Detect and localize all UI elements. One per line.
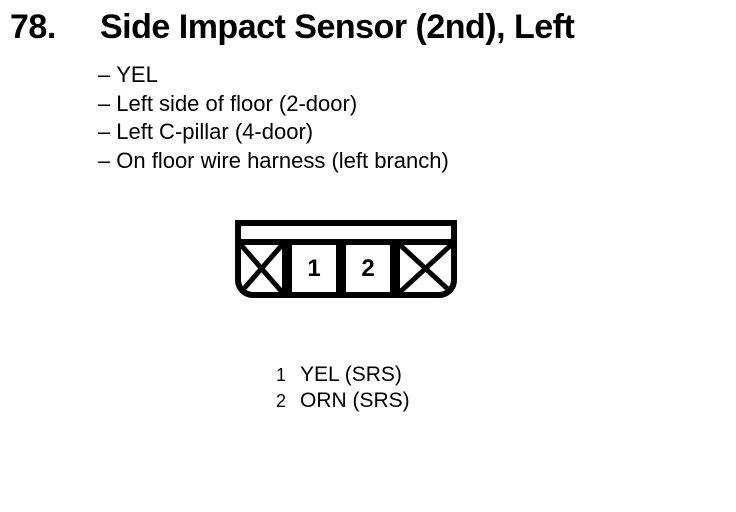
x-cross-icon: [241, 245, 282, 292]
legend-pin-number: 2: [276, 391, 287, 411]
detail-item-harness: – On floor wire harness (left branch): [98, 147, 449, 176]
item-number: 78.: [10, 8, 56, 46]
list-dash: –: [98, 119, 111, 144]
detail-list: – YEL – Left side of floor (2-door) – Le…: [98, 61, 449, 175]
cavity-1-label: 1: [307, 254, 321, 282]
detail-text: YEL: [116, 62, 158, 87]
x-cross-icon: [400, 245, 451, 292]
cavity-2-label: 2: [361, 254, 375, 282]
page-title: Side Impact Sensor (2nd), Left: [100, 8, 575, 46]
pin-legend: 1 YEL (SRS) 2 ORN (SRS): [276, 362, 410, 414]
list-dash: –: [98, 62, 111, 87]
detail-item-location-2door: – Left side of floor (2-door): [98, 90, 449, 119]
cavity-2: 2: [346, 245, 390, 292]
connector-top-bar: [241, 226, 451, 245]
legend-row-pin-1: 1 YEL (SRS): [276, 362, 410, 388]
detail-text: On floor wire harness (left branch): [116, 147, 449, 173]
page-heading: 78. Side Impact Sensor (2nd), Left: [10, 8, 575, 47]
detail-text: Left C-pillar (4-door): [116, 119, 314, 144]
legend-row-pin-2: 2 ORN (SRS): [276, 388, 410, 414]
blocked-cavity-icon: [400, 245, 451, 292]
cavity-1: 1: [292, 245, 336, 292]
list-dash: –: [98, 90, 111, 116]
legend-wire-label: YEL (SRS): [300, 363, 402, 386]
detail-item-wire-color: – YEL: [98, 61, 449, 90]
legend-pin-number: 1: [276, 365, 287, 385]
connector-cavity-row: 1 2: [241, 245, 451, 292]
list-dash: –: [98, 147, 111, 173]
detail-item-location-4door: – Left C-pillar (4-door): [98, 118, 449, 147]
legend-wire-label: ORN (SRS): [300, 389, 410, 412]
detail-text: Left side of floor (2-door): [116, 90, 358, 116]
connector-diagram: 1 2: [235, 220, 457, 298]
blocked-cavity-icon: [241, 245, 282, 292]
